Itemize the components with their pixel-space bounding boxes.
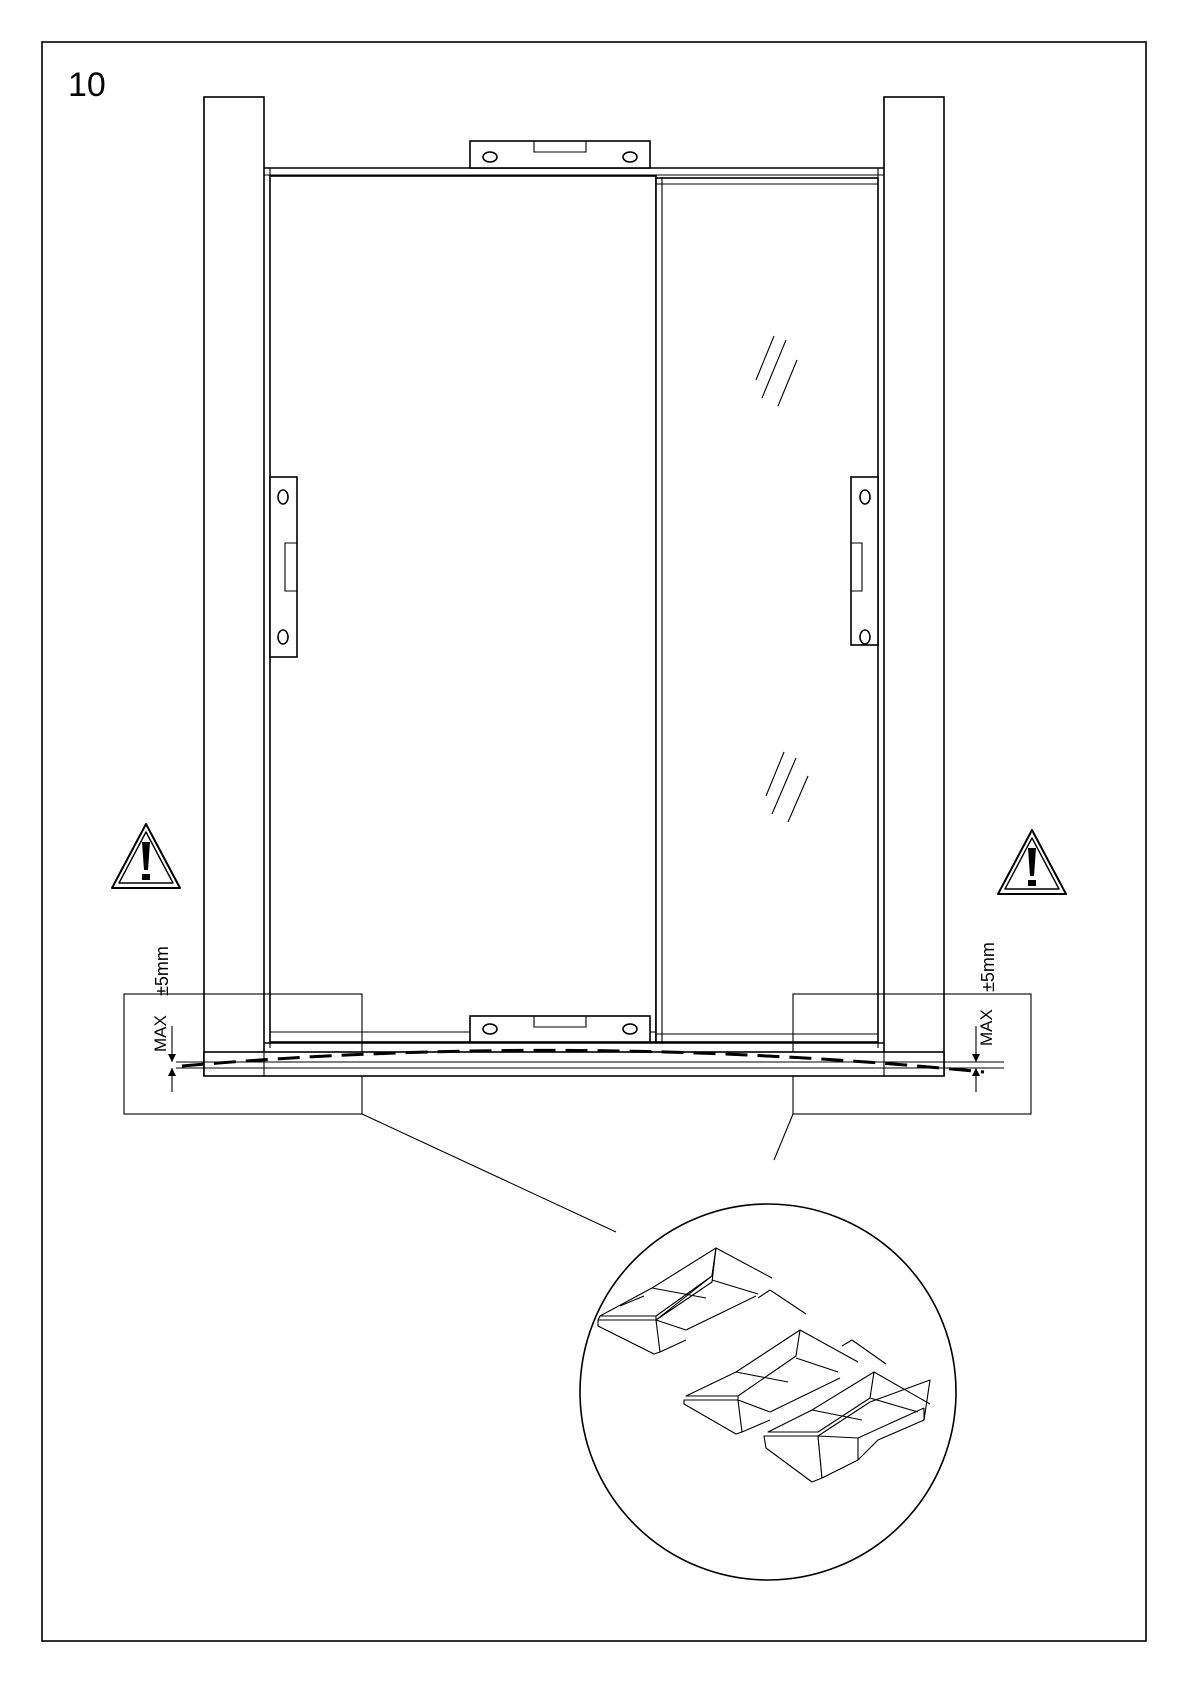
warning-triangle-icon bbox=[998, 830, 1066, 894]
right-glass-door bbox=[656, 178, 878, 1042]
right-side-panel bbox=[884, 97, 944, 1075]
right-tolerance-value: ±5mm bbox=[978, 942, 998, 992]
left-tolerance-value: ±5mm bbox=[152, 946, 172, 996]
left-sliding-door bbox=[270, 176, 656, 1042]
left-side-panel bbox=[204, 97, 264, 1075]
callout-leader-left bbox=[362, 1114, 616, 1232]
warning-triangle-icon bbox=[112, 824, 180, 888]
left-door-stopper bbox=[270, 477, 297, 657]
bottom-door-stopper bbox=[470, 1016, 650, 1042]
step-number: 10 bbox=[68, 66, 106, 104]
left-max-label: MAX bbox=[151, 1015, 170, 1052]
top-door-stopper bbox=[470, 141, 650, 168]
callout-leader-right bbox=[774, 1114, 793, 1160]
right-max-label: MAX bbox=[977, 1009, 996, 1046]
right-door-stopper bbox=[851, 477, 878, 645]
